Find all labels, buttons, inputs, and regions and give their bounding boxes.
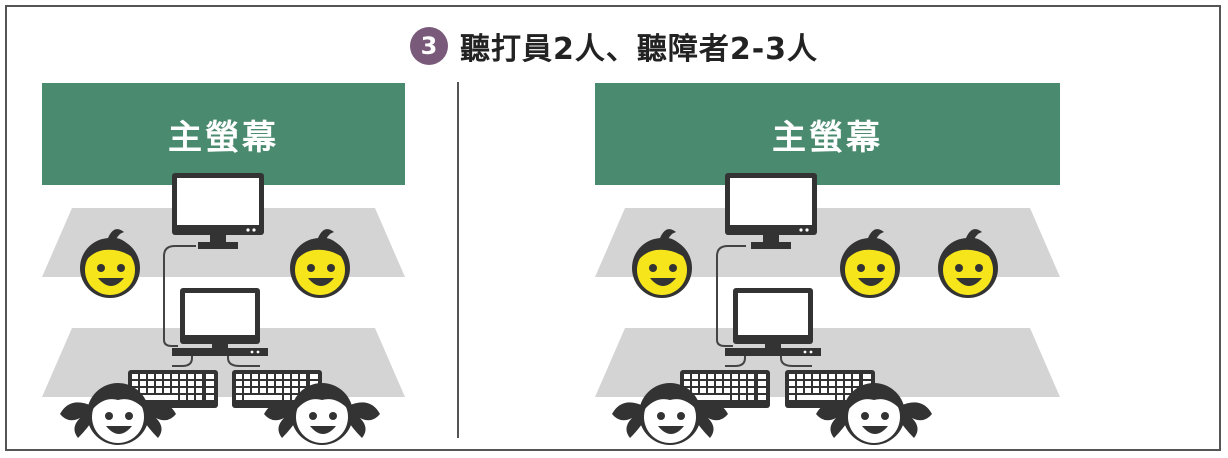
typist-face-icon [840,229,900,298]
monitor-icon [725,173,817,249]
figure-title: 聽打員2人、聽障者2-3人 [459,32,819,67]
laptop-icon [725,288,821,356]
cable [227,352,260,367]
main-screen: 主螢幕 [595,83,1060,185]
main-screen: 主螢幕 [42,83,405,185]
cable [725,352,746,367]
typist-face-icon [290,229,350,298]
cable [163,245,196,347]
typist-face-icon [938,229,998,298]
cable [780,352,812,367]
cable [172,352,193,367]
laptop-icon [172,288,268,356]
step-badge: 3 [409,27,448,65]
cable [716,245,746,347]
typist-face-icon [80,229,140,298]
title-bar: 3 聽打員2人、聽障者2-3人 [0,22,1228,70]
monitor-icon [172,173,264,249]
figure-frame [5,5,1221,451]
panel-divider [457,82,459,438]
typist-face-icon [632,229,692,298]
